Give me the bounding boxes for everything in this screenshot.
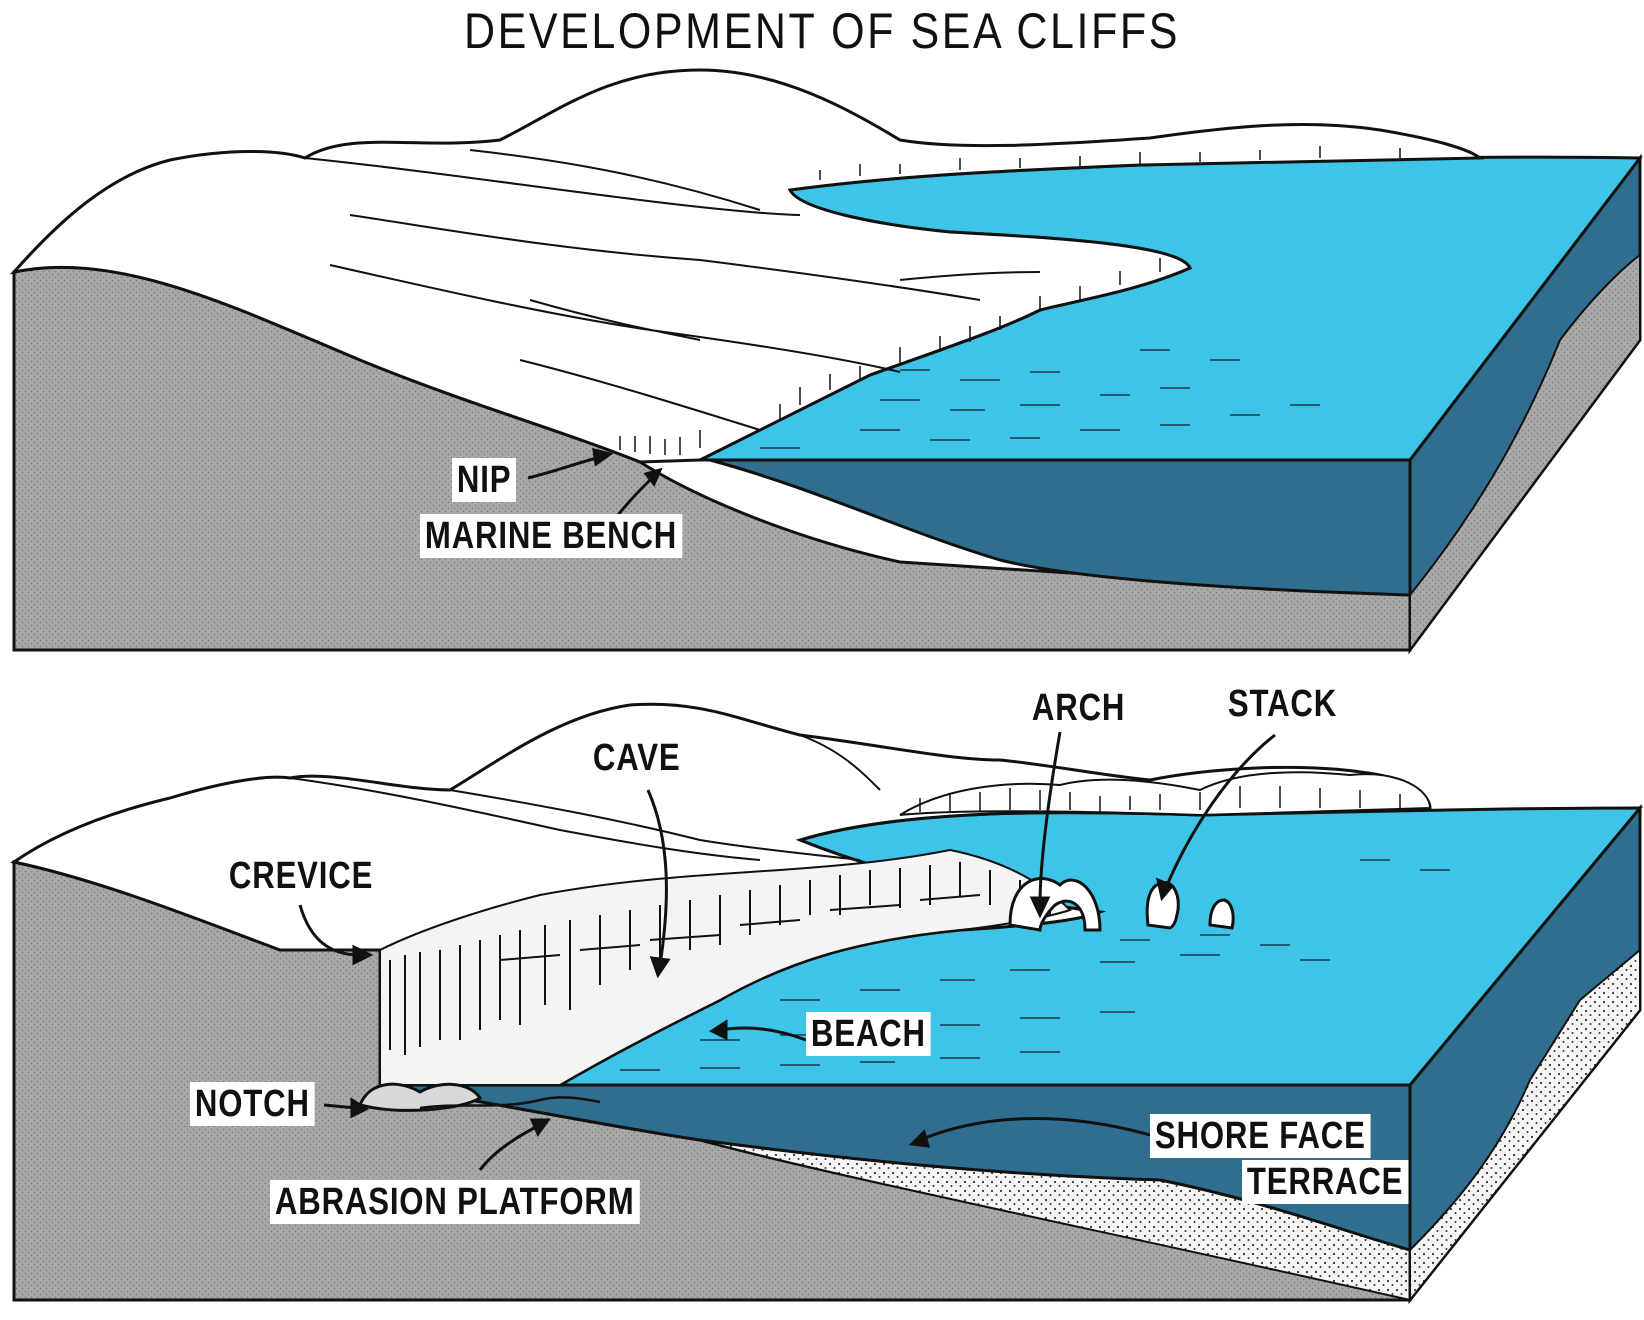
top-wave-lines [760,349,1320,449]
bottom-stack-1 [1145,880,1180,930]
label-cave: CAVE [588,736,686,780]
bottom-notch-shape [357,1082,483,1112]
top-sea-front [709,458,1412,597]
label-arch: ARCH [1027,686,1131,730]
cave-arrow [646,789,668,966]
notch-arrowhead [350,1097,370,1119]
label-notch: NOTCH [190,1082,315,1126]
stack-arrow [1163,733,1276,891]
bottom-right-side-sand [1409,947,1641,1303]
label-terrace: TERRACE [1242,1160,1409,1204]
top-cliff-hatching [619,146,1401,455]
bottom-cliff-face [379,848,1072,1086]
bottom-distant-cliffs [899,771,1432,817]
abrasion-arrowhead [529,1118,551,1138]
label-abrasion-platform: ABRASION PLATFORM [270,1180,640,1224]
top-block-diagram [9,68,1643,655]
label-nip: NIP [452,458,517,502]
label-shore-face: SHORE FACE [1150,1114,1371,1158]
top-ridge-lines [304,149,1041,431]
diagram-title: DEVELOPMENT OF SEA CLIFFS [463,3,1181,59]
label-beach: BEACH [806,1012,931,1056]
bottom-distant-hatching [919,786,1401,812]
marine-bench-arrowhead [643,467,663,487]
beach-arrow [719,1026,807,1042]
label-stack: STACK [1223,682,1342,726]
cave-arrowhead [649,956,671,979]
bottom-stack-2 [1208,898,1235,930]
bottom-block-diagram [10,702,1644,1305]
crevice-arrowhead [352,944,374,966]
arch-arrowhead [1029,896,1051,919]
bottom-arch [1008,877,1102,932]
nip-arrowhead [592,448,614,467]
shore-face-arrow [919,1117,1151,1142]
arch-arrow [1038,731,1062,906]
label-marine-bench: MARINE BENCH [420,514,683,558]
bottom-abrasion-platform-line [419,1096,601,1110]
bottom-ridge-lines [289,734,881,861]
crevice-arrow [298,904,361,957]
shore-face-arrowhead [908,1129,931,1148]
label-crevice: CREVICE [224,854,379,898]
beach-arrowhead [708,1019,728,1041]
top-right-side-land [1409,252,1641,654]
stack-arrowhead [1155,877,1175,902]
label-arrows [298,448,1276,1171]
